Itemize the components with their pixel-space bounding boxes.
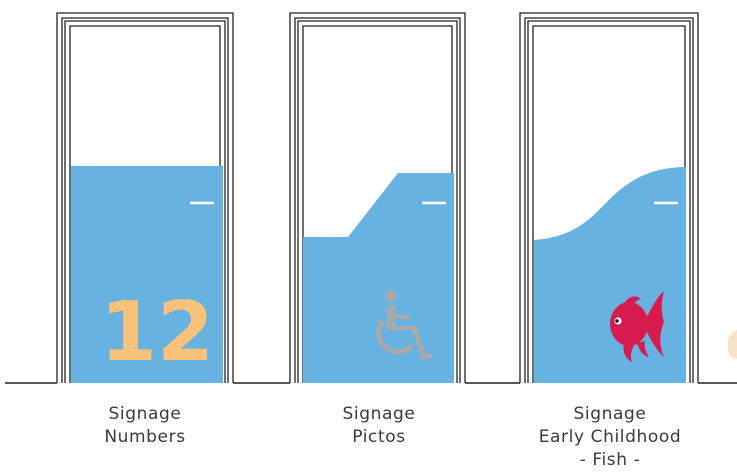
door-numbers: 12: [57, 13, 233, 383]
caption-pictos: Signage Pictos: [279, 403, 479, 449]
caption-fish: Signage Early Childhood - Fish -: [510, 403, 710, 472]
door-pictos: [290, 13, 465, 383]
caption-line: Numbers: [45, 426, 245, 449]
door-blue-panel: [534, 167, 686, 383]
door-blue-panel: [303, 173, 454, 383]
caption-line: Early Childhood: [510, 426, 710, 449]
door-fish: [520, 13, 698, 383]
caption-line: Pictos: [279, 426, 479, 449]
caption-line: Signage: [279, 403, 479, 426]
caption-numbers: Signage Numbers: [45, 403, 245, 449]
caption-line: Signage: [510, 403, 710, 426]
door-number-sign: 12: [100, 285, 214, 380]
partial-sign-shape: [728, 330, 737, 359]
caption-line: - Fish -: [510, 449, 710, 472]
caption-line: Signage: [45, 403, 245, 426]
